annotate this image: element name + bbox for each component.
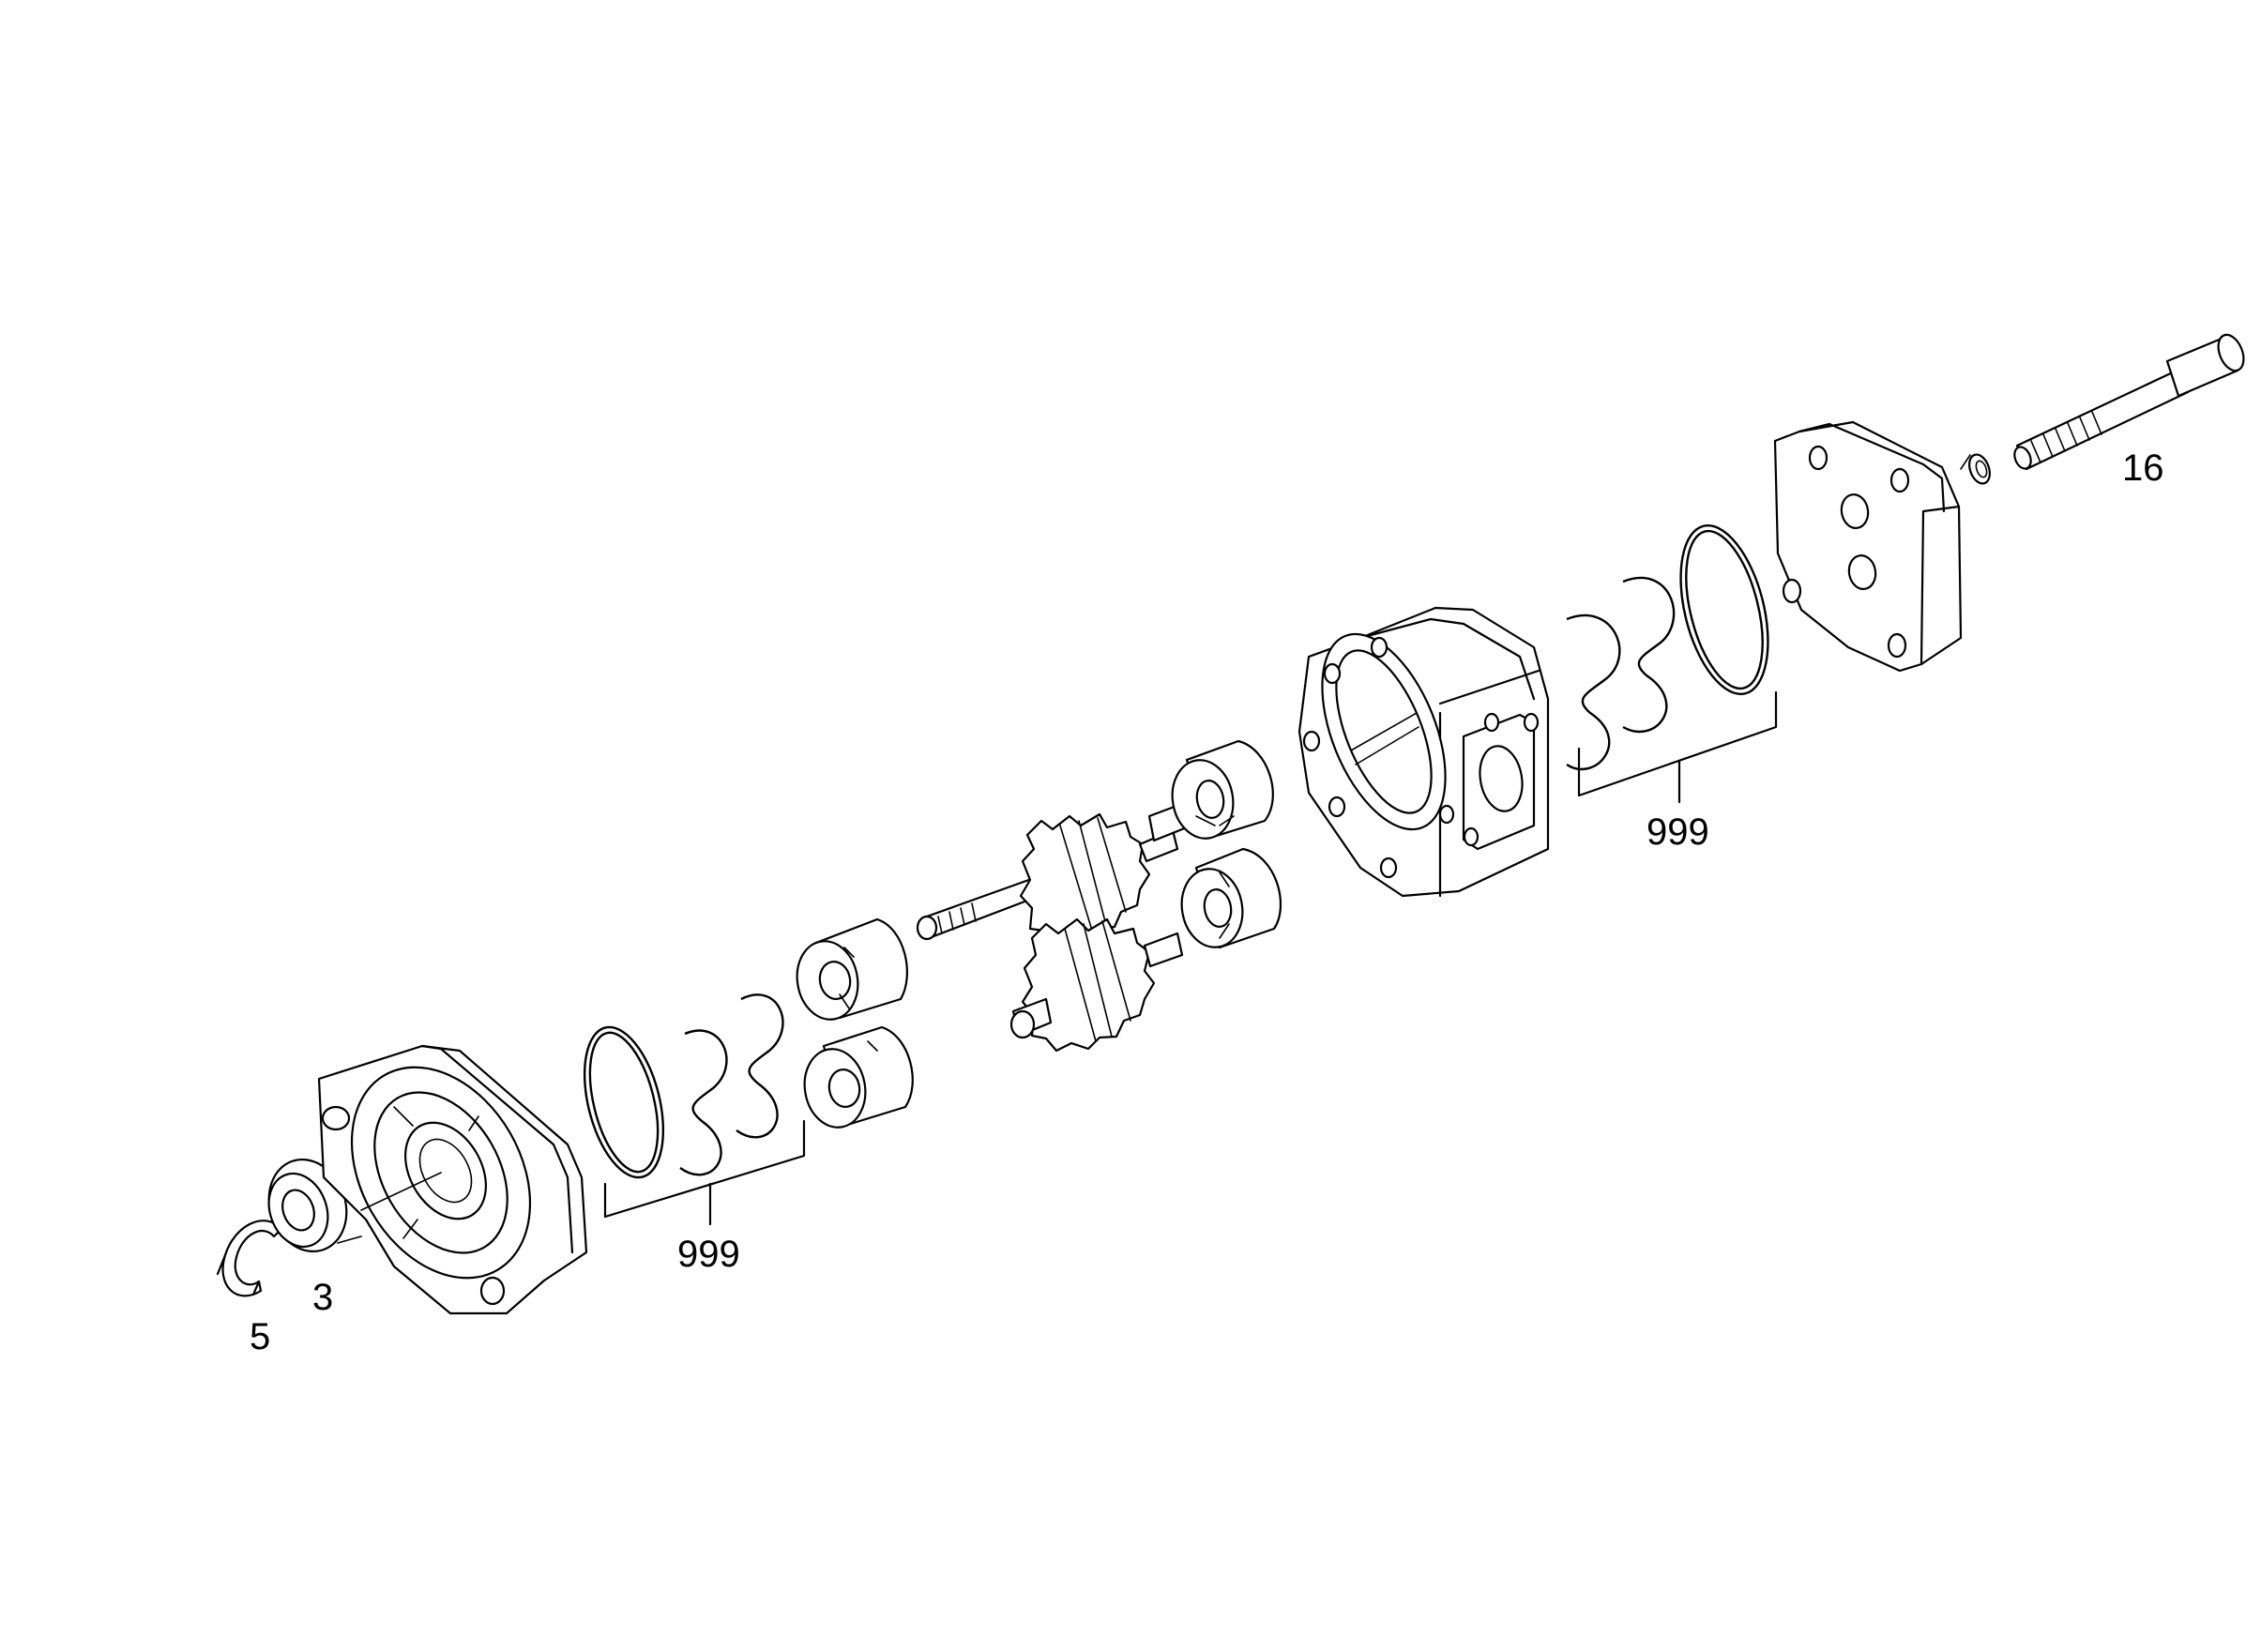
callout-5: 5 — [250, 1316, 270, 1357]
driven-gear — [1009, 917, 1184, 1053]
oval-gasket-upper — [1679, 523, 1769, 696]
backup-ring-upper-1 — [1566, 614, 1621, 771]
pump-body-housing — [1297, 606, 1550, 898]
callout-999-lower: 999 — [677, 1234, 740, 1275]
rear-end-cover — [1773, 420, 1963, 673]
callout-999-upper: 999 — [1646, 811, 1709, 853]
bracket-999-upper — [1577, 690, 1778, 804]
front-flange-housing — [317, 1044, 588, 1315]
callout-16: 16 — [2122, 447, 2164, 489]
washer — [1960, 453, 1991, 485]
backup-ring-lower-2 — [736, 993, 784, 1139]
shaft-seal-part-3 — [267, 1158, 362, 1253]
bearing-bushing-lower-2 — [803, 1025, 914, 1129]
callout-3: 3 — [312, 1277, 333, 1318]
bearing-bushing-upper-1 — [1171, 739, 1274, 840]
bracket-999-lower — [603, 1119, 806, 1226]
drive-shaft-gear — [916, 800, 1195, 945]
backup-ring-lower-1 — [679, 1029, 728, 1176]
circlip-part-5 — [216, 1220, 283, 1297]
backup-ring-upper-2 — [1622, 576, 1676, 734]
cap-screw-part-16 — [2013, 333, 2245, 471]
bearing-bushing-lower-1 — [796, 917, 908, 1021]
bearing-bushing-upper-2 — [1180, 847, 1282, 949]
oval-gasket-lower — [583, 1025, 665, 1179]
